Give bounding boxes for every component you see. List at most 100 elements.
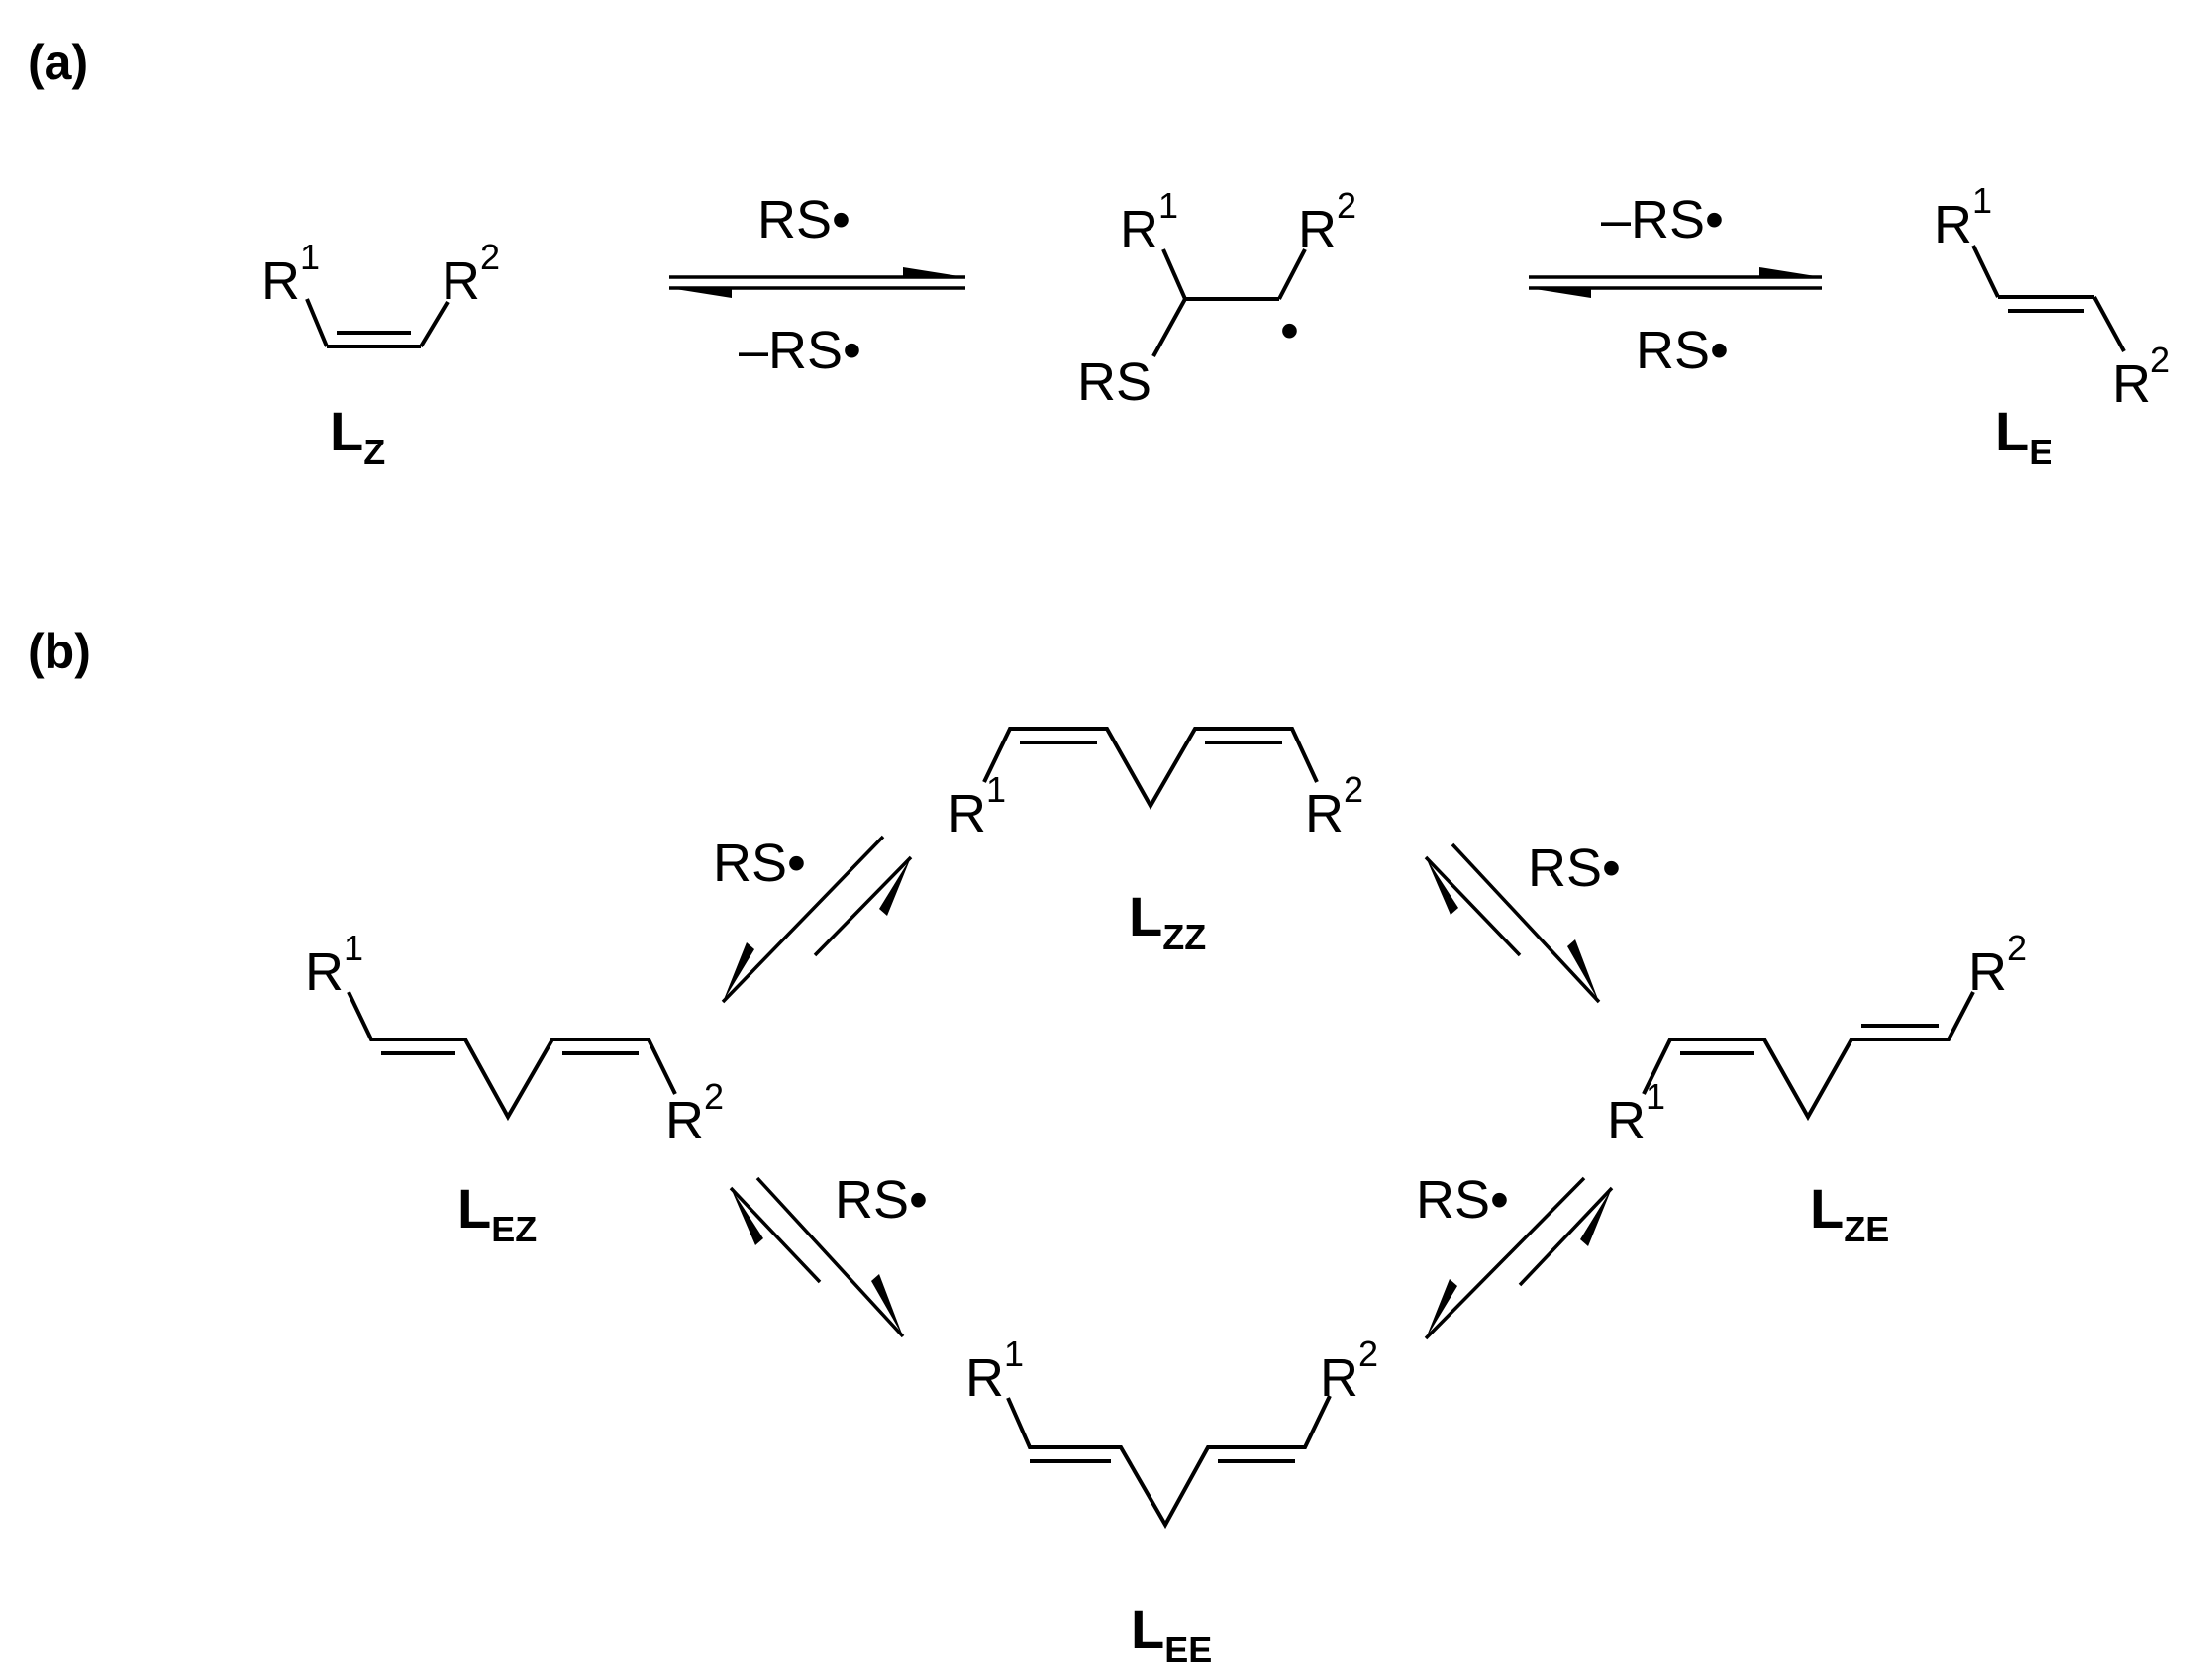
compound-main: L: [1995, 400, 2029, 462]
arrow-head: [1426, 857, 1458, 915]
compound-label-lz: LZ: [330, 400, 385, 472]
equilibrium-arrow-zz-ze: RS•: [1424, 839, 1621, 1004]
reagent-label: RS•: [757, 190, 850, 249]
atom-rs: RS: [1077, 352, 1151, 412]
superscript-2: 2: [480, 237, 500, 277]
superscript-1: 1: [1972, 180, 1992, 221]
chain-bonds: [347, 991, 677, 1122]
compound-main: L: [330, 400, 363, 462]
reverse-arrow-line: [1424, 855, 1522, 957]
arrow-head: [903, 267, 965, 277]
atom-r: R: [442, 251, 480, 311]
arrow-head: [1580, 1188, 1612, 1246]
superscript-1: 1: [1004, 1334, 1024, 1374]
arrow-head: [1759, 267, 1822, 277]
arrow-head: [1567, 939, 1599, 1002]
radical-intermediate: R 1 R 2 RS •: [1077, 185, 1356, 412]
atom-r: R: [1607, 1091, 1646, 1150]
atom-r: R: [665, 1091, 704, 1150]
compound-label-le: LE: [1995, 400, 2052, 472]
superscript-2: 2: [2007, 928, 2027, 968]
equilibrium-arrow-ez-ee: RS•: [729, 1170, 928, 1338]
chain-bonds: [1006, 1395, 1332, 1530]
atom-r: R: [2112, 354, 2151, 414]
superscript-1: 1: [1158, 185, 1178, 226]
forward-arrow-line: [1451, 842, 1601, 1004]
arrow-head: [1426, 1279, 1457, 1338]
atom-r: R: [1320, 1348, 1358, 1408]
chain-bonds: [982, 727, 1319, 811]
reverse-arrow-line: [813, 855, 913, 957]
reverse-arrow-line: [1518, 1186, 1614, 1287]
atom-r: R: [965, 1348, 1004, 1408]
compound-subscript: Z: [363, 432, 385, 472]
reagent-label: RS•: [1528, 839, 1621, 898]
compound-main: L: [1131, 1598, 1164, 1660]
forward-arrow-line: [721, 835, 885, 1004]
compound-label-lez: LEZ: [457, 1177, 537, 1249]
reagent-label: RS•: [713, 834, 806, 893]
superscript-2: 2: [1337, 185, 1356, 226]
superscript-1: 1: [1646, 1076, 1665, 1117]
compound-subscript: ZZ: [1162, 917, 1206, 957]
molecule-lz: R 1 R 2 LZ: [261, 237, 500, 472]
bond-line: [1161, 248, 1187, 300]
atom-r: R: [305, 942, 344, 1002]
reagent-label: RS•: [835, 1170, 928, 1230]
forward-arrow-line: [1424, 1176, 1586, 1340]
compound-subscript: E: [2029, 432, 2052, 472]
arrow-head: [1529, 288, 1591, 298]
panel-label-a: (a): [28, 35, 88, 90]
superscript-1: 1: [344, 928, 363, 968]
equilibrium-arrow-1: RS• –RS•: [669, 190, 965, 380]
reagent-label: RS•: [1416, 1170, 1509, 1230]
compound-main: L: [1129, 885, 1162, 947]
reagent-label: –RS•: [1601, 190, 1724, 249]
forward-arrow-line: [755, 1176, 905, 1338]
arrow-head: [871, 1274, 903, 1336]
compound-label-lzz: LZZ: [1129, 885, 1206, 957]
bond-line: [1971, 245, 2000, 298]
atom-r: R: [1968, 942, 2007, 1002]
superscript-1: 1: [986, 769, 1006, 810]
arrow-head: [731, 1188, 763, 1245]
equilibrium-arrow-zz-ez: RS•: [713, 834, 913, 1004]
compound-subscript: EZ: [491, 1209, 537, 1249]
panel-label-b: (b): [28, 624, 91, 679]
atom-r: R: [261, 251, 300, 311]
bond-line: [305, 298, 329, 347]
chain-bonds: [1642, 991, 1975, 1122]
arrow-head: [879, 857, 911, 916]
equilibrium-arrow-2: –RS• RS•: [1529, 190, 1822, 380]
bond-line: [1277, 248, 1307, 300]
molecule-lzz: R 1 R 2 LZZ: [948, 727, 1363, 957]
bond-line: [419, 300, 450, 348]
compound-label-lze: LZE: [1810, 1177, 1889, 1249]
molecule-lze: R 2 R 1 LZE: [1607, 928, 2027, 1249]
bond-line: [2092, 296, 2126, 352]
compound-main: L: [457, 1177, 491, 1239]
molecule-le: R 1 R 2 LE: [1934, 180, 2170, 472]
atom-r: R: [948, 784, 986, 843]
superscript-2: 2: [1344, 769, 1363, 810]
molecule-lee: R 1 R 2 LEE: [965, 1334, 1378, 1670]
reverse-arrow-line: [729, 1186, 822, 1284]
reagent-label: –RS•: [739, 321, 861, 380]
compound-subscript: EE: [1164, 1630, 1212, 1670]
compound-label-lee: LEE: [1131, 1598, 1212, 1670]
radical-dot: •: [1280, 301, 1299, 360]
bond-line: [1151, 298, 1187, 357]
compound-subscript: ZE: [1844, 1209, 1889, 1249]
reagent-label: RS•: [1636, 321, 1729, 380]
molecule-lez: R 1 R 2 LEZ: [305, 928, 724, 1249]
compound-main: L: [1810, 1177, 1844, 1239]
superscript-2: 2: [1358, 1334, 1378, 1374]
atom-r: R: [1934, 195, 1972, 254]
arrow-head: [669, 288, 732, 298]
atom-r: R: [1120, 200, 1158, 259]
equilibrium-arrow-ze-ee: RS•: [1416, 1170, 1614, 1340]
arrow-head: [723, 942, 754, 1002]
atom-r: R: [1305, 784, 1344, 843]
superscript-1: 1: [300, 237, 320, 277]
